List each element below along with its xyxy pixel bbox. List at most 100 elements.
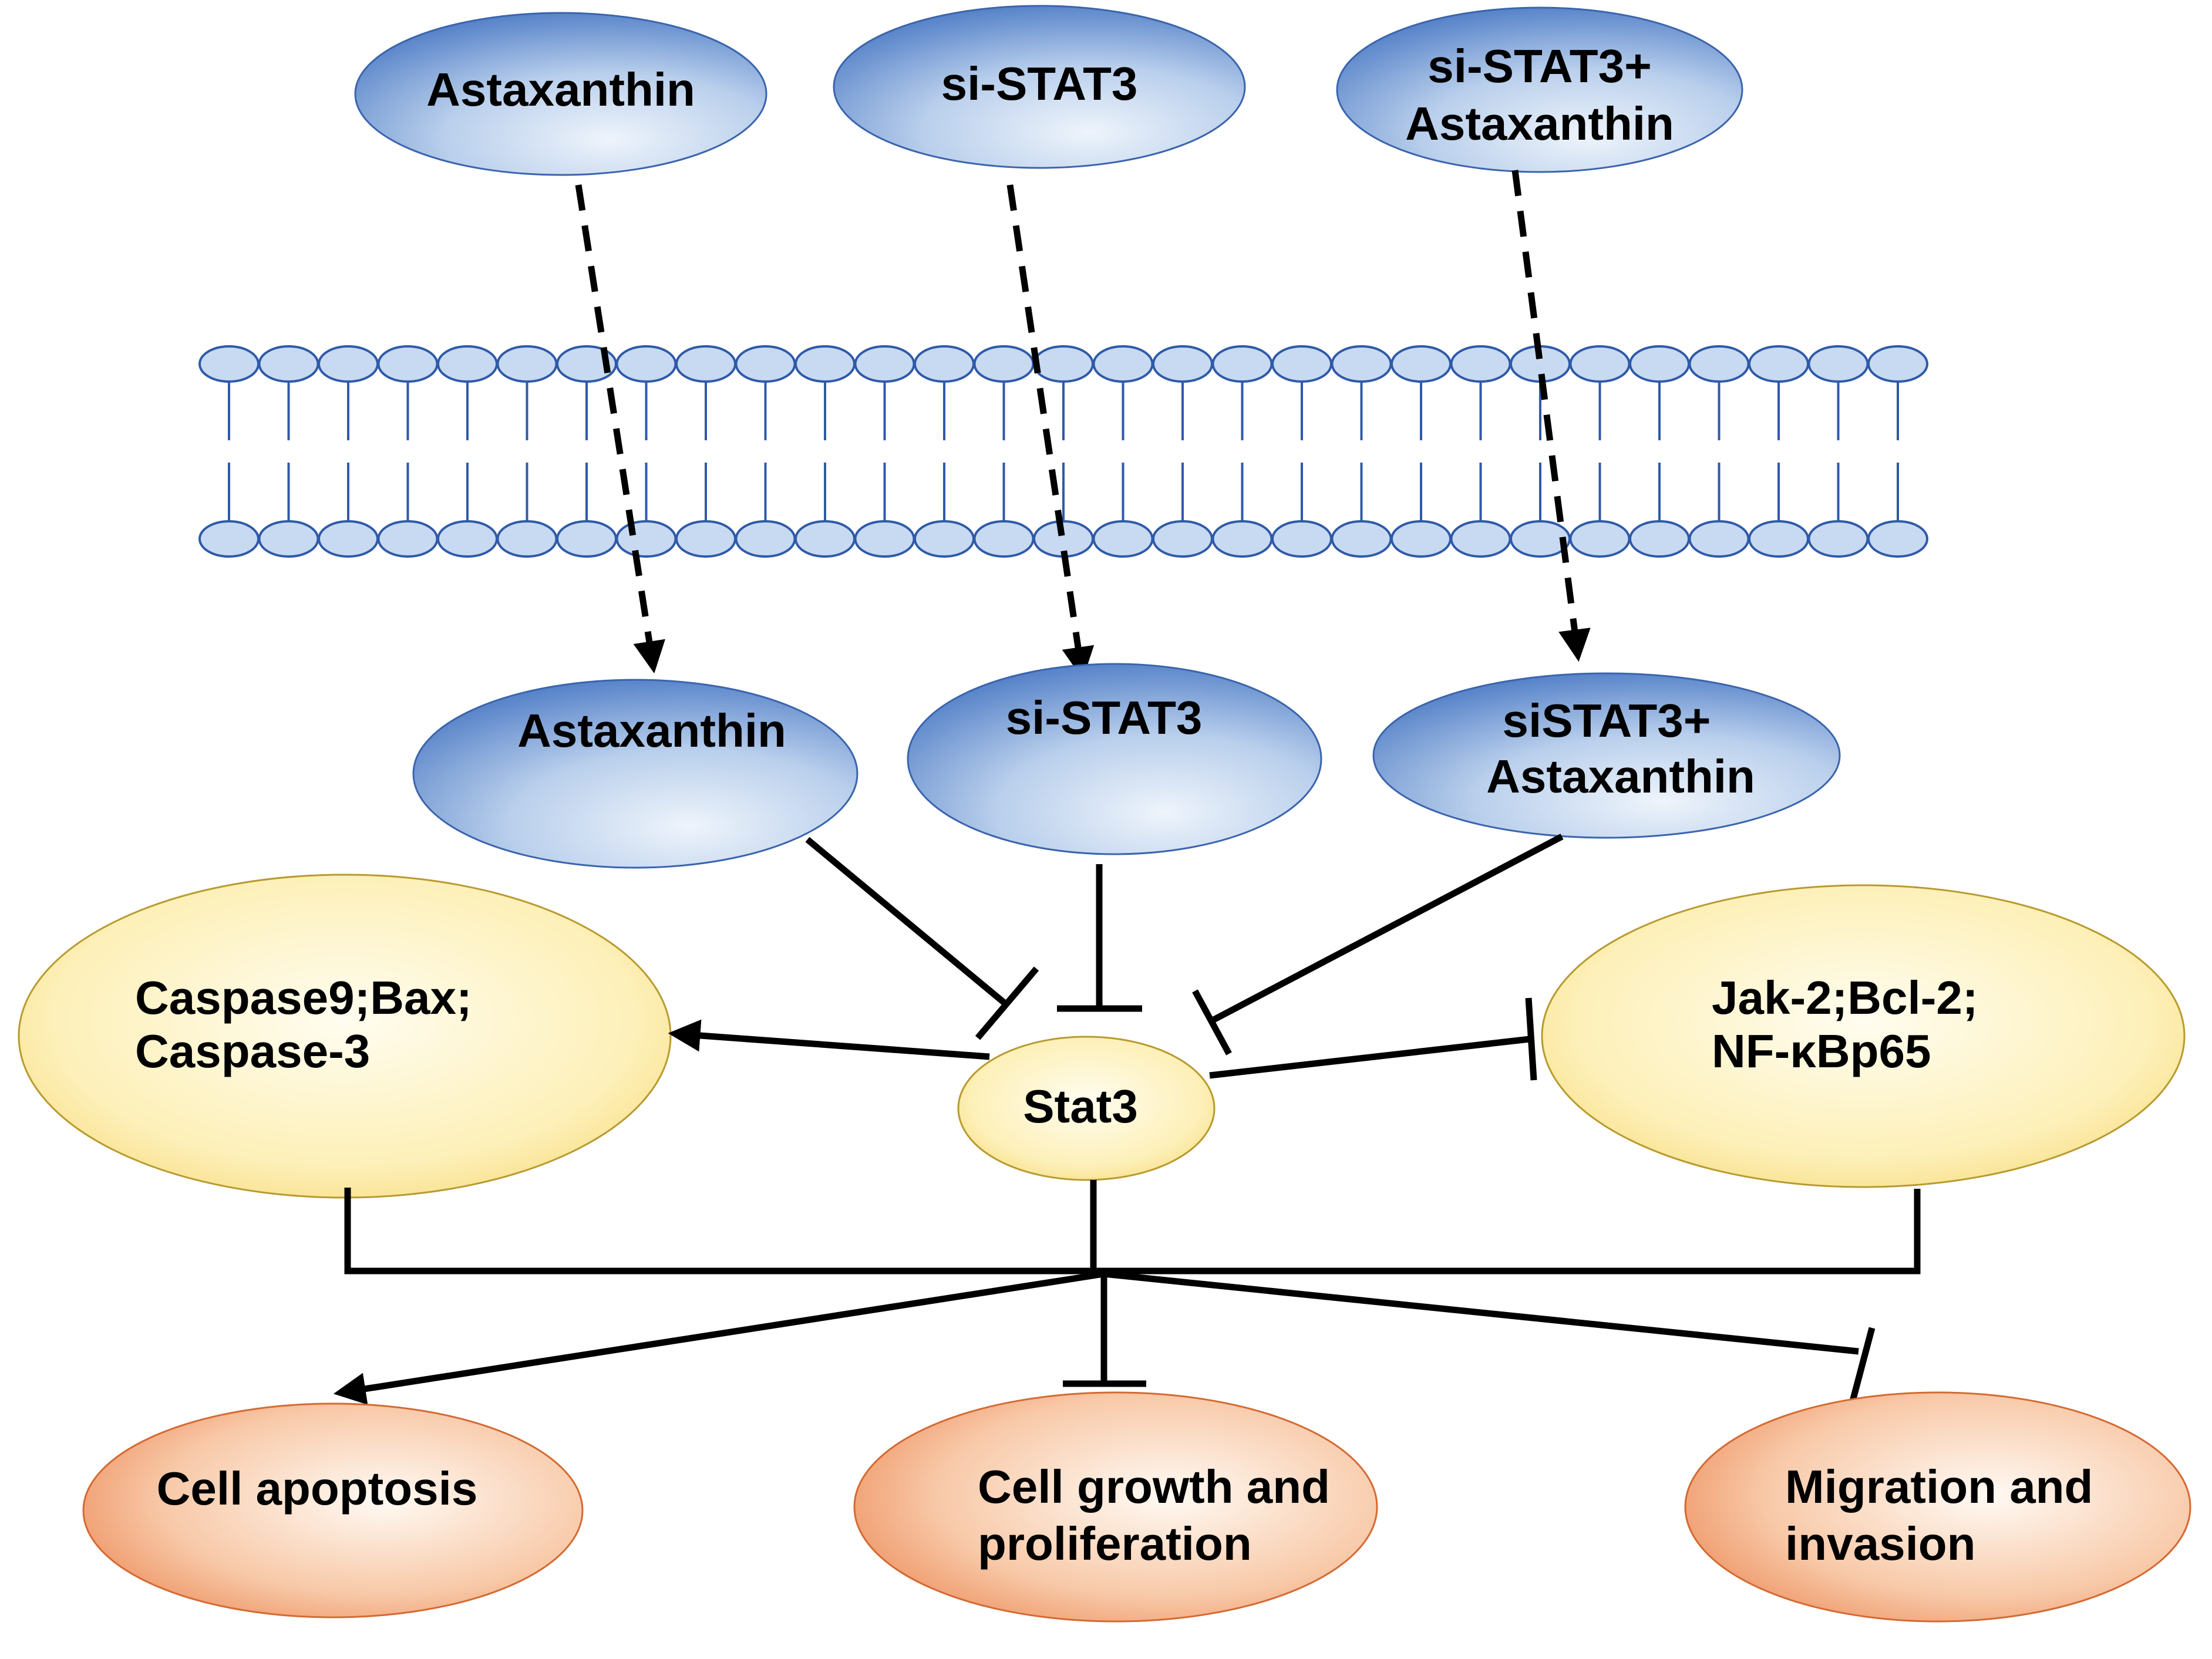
inside-astaxanthin-label: Astaxanthin bbox=[517, 704, 786, 757]
lipid-head bbox=[1211, 520, 1273, 558]
lipid-head bbox=[258, 345, 319, 383]
outside-combo-node: si-STAT3+ Astaxanthin bbox=[1336, 6, 1743, 173]
lipid-head bbox=[1867, 345, 1928, 383]
lipid-head bbox=[1271, 520, 1332, 558]
lipid-head bbox=[496, 345, 558, 383]
astaxanthin-entry-arrow bbox=[575, 184, 665, 674]
migration-label-1: Migration and bbox=[1785, 1461, 2093, 1513]
lipid-head bbox=[1867, 520, 1928, 558]
lipid-head bbox=[615, 345, 677, 383]
stat3-node: Stat3 bbox=[957, 1036, 1216, 1181]
anti-apoptotic-label-1: Jak-2;Bcl-2; bbox=[1712, 972, 1978, 1024]
lipid-head bbox=[437, 345, 498, 383]
lipid-head bbox=[1152, 520, 1213, 558]
outcome-links bbox=[333, 1180, 1921, 1409]
si-stat3-entry-arrow bbox=[1006, 184, 1095, 680]
lipid-head bbox=[1211, 345, 1273, 383]
lipid-head bbox=[675, 345, 736, 383]
lipid-head bbox=[1688, 345, 1750, 383]
lipid-head bbox=[318, 520, 379, 558]
lipid-head bbox=[1391, 520, 1452, 558]
lipid-head bbox=[1629, 520, 1690, 558]
lipid-head bbox=[1688, 520, 1750, 558]
lipid-head bbox=[615, 520, 677, 558]
growth-label-1: Cell growth and bbox=[978, 1461, 1330, 1513]
stat3-to-pro-apoptotic-arrow bbox=[668, 1019, 990, 1060]
lipid-head bbox=[1629, 345, 1690, 383]
inside-combo-label-1: siSTAT3+ bbox=[1503, 694, 1711, 747]
lipid-head bbox=[794, 345, 856, 383]
lipid-head bbox=[496, 520, 558, 558]
lipid-head bbox=[1092, 345, 1154, 383]
growth-node: Cell growth and proliferation bbox=[853, 1391, 1378, 1623]
lipid-head bbox=[258, 520, 319, 558]
lipid-head bbox=[1152, 345, 1213, 383]
lipid-head bbox=[1807, 345, 1869, 383]
outside-combo-label-1: si-STAT3+ bbox=[1427, 40, 1652, 92]
lipid-head bbox=[1748, 345, 1809, 383]
anti-apoptotic-inhibit-bar bbox=[1525, 997, 1537, 1081]
lipid-head bbox=[914, 345, 975, 383]
lipid-head bbox=[1331, 345, 1392, 383]
lipid-head bbox=[198, 520, 260, 558]
migration-inhibit-bar bbox=[1847, 1327, 1876, 1409]
inside-combo-label-2: Astaxanthin bbox=[1486, 750, 1755, 802]
lipid-head bbox=[735, 520, 796, 558]
lipid-head bbox=[1748, 520, 1809, 558]
to-migration-inhibit bbox=[1103, 1270, 1859, 1355]
stat3-label: Stat3 bbox=[1023, 1080, 1138, 1132]
lipid-head bbox=[735, 345, 796, 383]
apoptosis-label: Cell apoptosis bbox=[157, 1462, 478, 1515]
anti-apoptotic-label-2: NF-κBp65 bbox=[1712, 1025, 1931, 1077]
lipid-head bbox=[1092, 520, 1154, 558]
stat3-side-links bbox=[668, 997, 1537, 1081]
lipid-head bbox=[794, 520, 856, 558]
inside-astaxanthin-node: Astaxanthin bbox=[412, 679, 858, 869]
lipid-head bbox=[437, 520, 498, 558]
lipid-head bbox=[1391, 345, 1452, 383]
lipid-head bbox=[914, 520, 975, 558]
inside-combo-node: siSTAT3+ Astaxanthin bbox=[1372, 672, 1841, 839]
lipid-head bbox=[1331, 520, 1392, 558]
outside-astaxanthin-node: Astaxanthin bbox=[354, 12, 767, 176]
inside-si-stat3-node: si-STAT3 bbox=[907, 663, 1322, 855]
outside-combo-label-2: Astaxanthin bbox=[1405, 97, 1674, 150]
to-apoptosis-arrow bbox=[333, 1270, 1105, 1405]
lipid-head bbox=[377, 345, 439, 383]
lipid-head bbox=[675, 520, 736, 558]
pro-apoptotic-label-1: Caspase9;Bax; bbox=[135, 972, 472, 1024]
cell-membrane bbox=[198, 345, 1928, 558]
lipid-head bbox=[1450, 520, 1511, 558]
outside-astaxanthin-label: Astaxanthin bbox=[426, 63, 695, 116]
migration-label-2: invasion bbox=[1785, 1518, 1976, 1570]
lipid-head bbox=[1807, 520, 1869, 558]
combo-entry-arrow bbox=[1511, 170, 1591, 662]
lipid-head bbox=[1569, 345, 1631, 383]
apoptosis-node: Cell apoptosis bbox=[82, 1402, 584, 1618]
outside-si-stat3-node: si-STAT3 bbox=[833, 5, 1246, 169]
pro-apoptotic-node: Caspase9;Bax; Caspase-3 bbox=[18, 874, 672, 1199]
growth-label-2: proliferation bbox=[978, 1518, 1252, 1570]
stat3-to-anti-apoptotic-inhibit bbox=[1209, 1036, 1530, 1079]
lipid-head bbox=[973, 520, 1035, 558]
lipid-head bbox=[1569, 520, 1631, 558]
lipid-head bbox=[854, 345, 915, 383]
membrane-crossing-arrows bbox=[575, 170, 1591, 680]
lipid-head bbox=[973, 345, 1035, 383]
anti-apoptotic-node: Jak-2;Bcl-2; NF-κBp65 bbox=[1541, 884, 2186, 1188]
pro-apoptotic-label-2: Caspase-3 bbox=[135, 1025, 370, 1077]
lipid-head bbox=[1033, 345, 1094, 383]
lipid-head bbox=[318, 345, 379, 383]
lipid-head bbox=[377, 520, 439, 558]
lipid-head bbox=[556, 520, 617, 558]
stat3-inhibitions bbox=[805, 834, 1564, 1056]
inside-si-stat3-label: si-STAT3 bbox=[1006, 692, 1203, 744]
lipid-head bbox=[1450, 345, 1511, 383]
lipid-head bbox=[854, 520, 915, 558]
migration-node: Migration and invasion bbox=[1684, 1391, 2191, 1623]
lipid-head bbox=[1271, 345, 1332, 383]
outside-si-stat3-label: si-STAT3 bbox=[941, 58, 1138, 110]
lipid-head bbox=[198, 345, 260, 383]
